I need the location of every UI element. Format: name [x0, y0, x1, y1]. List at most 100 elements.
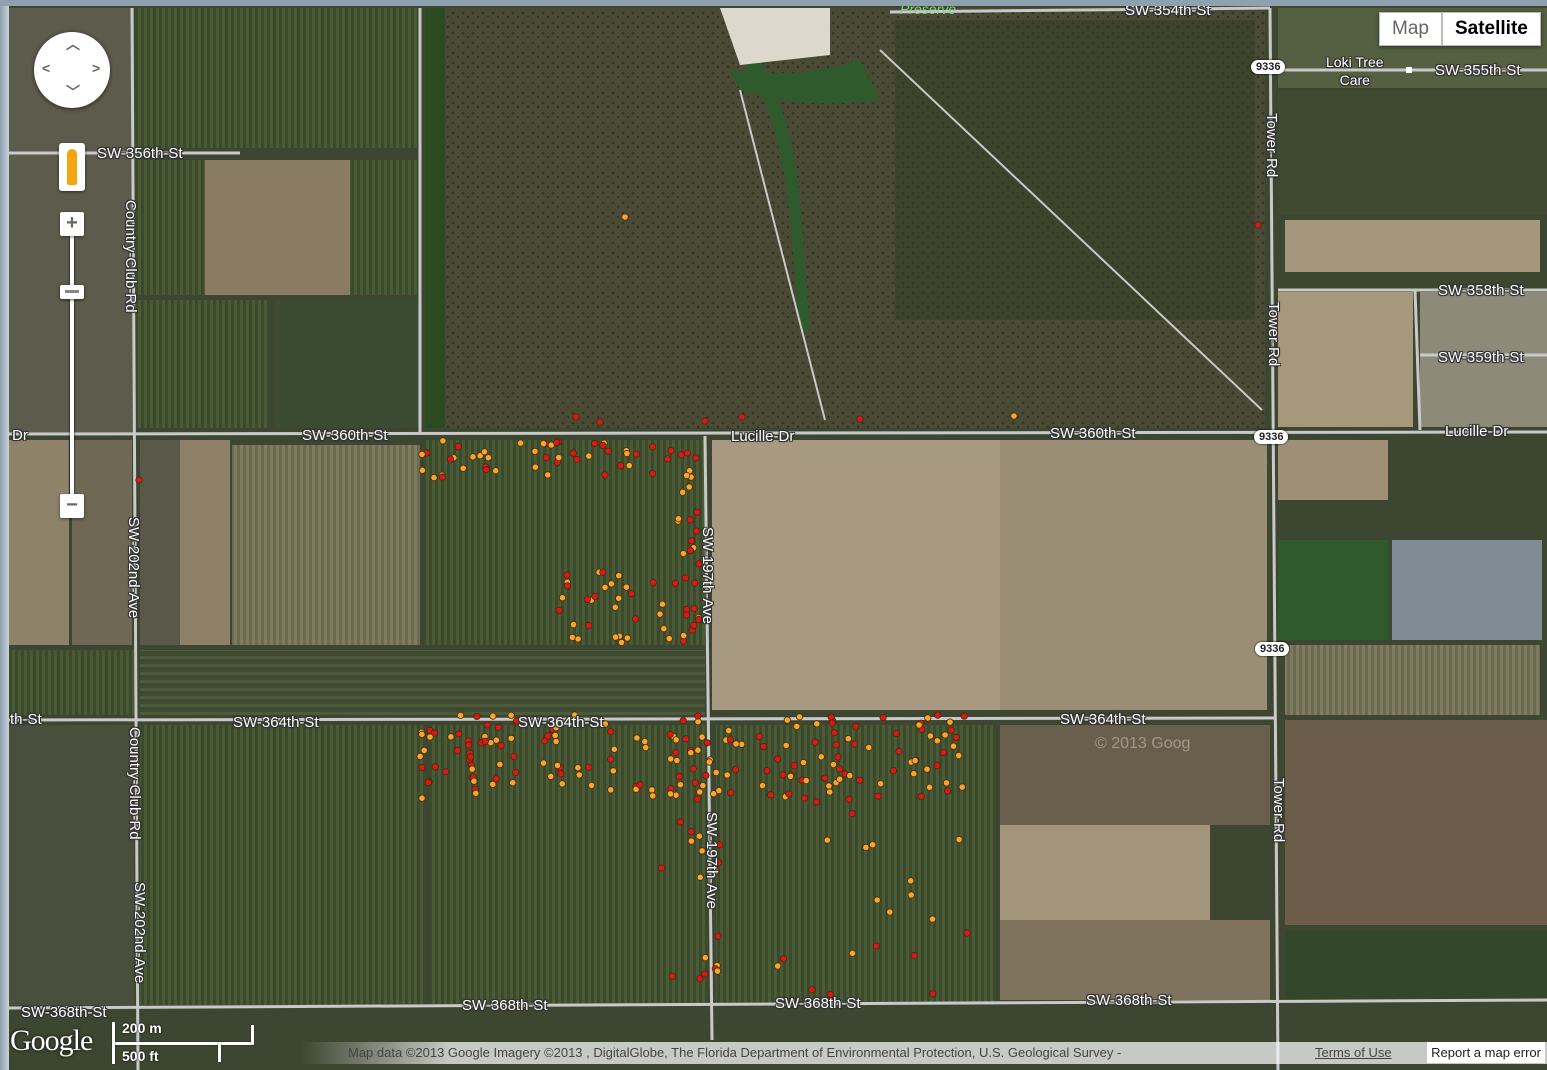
observation-marker-315[interactable]	[779, 955, 788, 963]
observation-marker-291[interactable]	[836, 775, 844, 783]
observation-marker-64[interactable]	[558, 594, 567, 602]
observation-marker-16[interactable]	[585, 452, 593, 460]
observation-marker-159[interactable]	[723, 771, 731, 779]
observation-marker-249[interactable]	[955, 751, 963, 760]
observation-marker-280[interactable]	[455, 730, 463, 738]
observation-marker-331[interactable]	[929, 990, 937, 998]
observation-marker-274[interactable]	[856, 776, 864, 784]
zoom-slider-track[interactable]	[70, 236, 74, 494]
observation-marker-52[interactable]	[615, 594, 623, 602]
observation-marker-166[interactable]	[850, 740, 859, 748]
observation-marker-295[interactable]	[821, 774, 829, 782]
observation-marker-231[interactable]	[636, 781, 644, 789]
observation-marker-105[interactable]	[679, 488, 687, 496]
observation-marker-9[interactable]	[469, 453, 477, 461]
observation-marker-268[interactable]	[666, 730, 674, 739]
observation-marker-41[interactable]	[553, 438, 561, 447]
observation-marker-137[interactable]	[687, 749, 695, 757]
observation-marker-190[interactable]	[609, 767, 617, 775]
observation-marker-161[interactable]	[779, 771, 787, 779]
observation-marker-24[interactable]	[492, 467, 500, 475]
observation-marker-69[interactable]	[607, 580, 616, 588]
observation-marker-233[interactable]	[510, 752, 518, 761]
observation-marker-257[interactable]	[420, 746, 428, 755]
observation-marker-164[interactable]	[943, 787, 952, 795]
pan-down-icon[interactable]: ﹀	[66, 84, 80, 100]
observation-marker-170[interactable]	[830, 729, 839, 737]
observation-marker-283[interactable]	[442, 768, 450, 776]
observation-marker-109[interactable]	[418, 764, 426, 772]
observation-marker-346[interactable]	[738, 413, 746, 421]
observation-marker-117[interactable]	[933, 761, 941, 770]
observation-marker-1[interactable]	[484, 454, 492, 462]
poi-loki-tree-care[interactable]: Loki Tree Care	[1326, 53, 1384, 89]
google-logo[interactable]: Google	[10, 1024, 93, 1057]
observation-marker-187[interactable]	[679, 716, 687, 725]
observation-marker-39[interactable]	[648, 470, 657, 478]
observation-marker-163[interactable]	[829, 760, 838, 769]
observation-marker-88[interactable]	[591, 592, 599, 601]
observation-marker-301[interactable]	[705, 758, 713, 766]
observation-marker-96[interactable]	[686, 516, 694, 524]
observation-marker-7[interactable]	[430, 473, 438, 482]
observation-marker-248[interactable]	[675, 772, 683, 781]
observation-marker-202[interactable]	[489, 780, 497, 789]
observation-marker-14[interactable]	[438, 473, 446, 481]
observation-marker-35[interactable]	[459, 464, 467, 472]
observation-marker-150[interactable]	[547, 772, 555, 781]
observation-marker-50[interactable]	[563, 571, 571, 579]
zoom-out-button[interactable]: −	[60, 494, 84, 518]
observation-marker-158[interactable]	[466, 753, 475, 761]
observation-marker-240[interactable]	[574, 764, 582, 772]
observation-marker-171[interactable]	[799, 758, 808, 767]
observation-marker-179[interactable]	[507, 734, 515, 743]
observation-marker-184[interactable]	[874, 792, 882, 800]
observation-marker-247[interactable]	[939, 748, 948, 757]
observation-marker-81[interactable]	[555, 606, 563, 614]
observation-marker-44[interactable]	[591, 439, 599, 448]
observation-marker-242[interactable]	[834, 753, 842, 761]
observation-marker-312[interactable]	[862, 843, 870, 852]
observation-marker-55[interactable]	[623, 634, 631, 642]
observation-marker-107[interactable]	[687, 537, 696, 545]
observation-marker-264[interactable]	[817, 753, 825, 761]
observation-marker-152[interactable]	[489, 712, 497, 720]
observation-marker-97[interactable]	[674, 515, 683, 523]
observation-marker-251[interactable]	[783, 716, 791, 724]
observation-marker-87[interactable]	[656, 610, 664, 618]
observation-marker-194[interactable]	[468, 765, 476, 773]
observation-marker-89[interactable]	[574, 635, 582, 643]
observation-marker-193[interactable]	[800, 794, 809, 802]
observation-marker-211[interactable]	[892, 729, 900, 738]
observation-marker-311[interactable]	[701, 953, 709, 962]
observation-marker-230[interactable]	[470, 777, 478, 785]
observation-marker-258[interactable]	[552, 724, 560, 732]
observation-marker-83[interactable]	[622, 583, 631, 591]
observation-marker-223[interactable]	[726, 736, 735, 744]
observation-marker-65[interactable]	[694, 615, 703, 624]
observation-marker-86[interactable]	[563, 582, 572, 590]
observation-marker-79[interactable]	[583, 595, 592, 603]
observation-marker-284[interactable]	[949, 742, 958, 750]
observation-marker-113[interactable]	[958, 783, 966, 791]
observation-marker-324[interactable]	[657, 864, 666, 872]
observation-marker-316[interactable]	[955, 835, 963, 844]
observation-marker-270[interactable]	[492, 775, 500, 783]
observation-marker-334[interactable]	[886, 908, 894, 916]
observation-marker-221[interactable]	[827, 713, 835, 721]
observation-marker-325[interactable]	[826, 990, 834, 999]
pan-right-icon[interactable]: >	[92, 60, 101, 76]
observation-marker-319[interactable]	[696, 974, 704, 983]
observation-marker-235[interactable]	[924, 714, 932, 722]
observation-marker-168[interactable]	[934, 711, 942, 719]
observation-marker-42[interactable]	[480, 448, 489, 456]
observation-marker-108[interactable]	[416, 752, 424, 761]
observation-marker-256[interactable]	[696, 788, 704, 796]
observation-marker-206[interactable]	[832, 741, 840, 749]
observation-marker-173[interactable]	[825, 782, 833, 790]
observation-marker-321[interactable]	[928, 915, 937, 923]
observation-marker-45[interactable]	[446, 455, 455, 463]
observation-marker-227[interactable]	[691, 779, 699, 787]
observation-marker-350[interactable]	[135, 476, 143, 484]
